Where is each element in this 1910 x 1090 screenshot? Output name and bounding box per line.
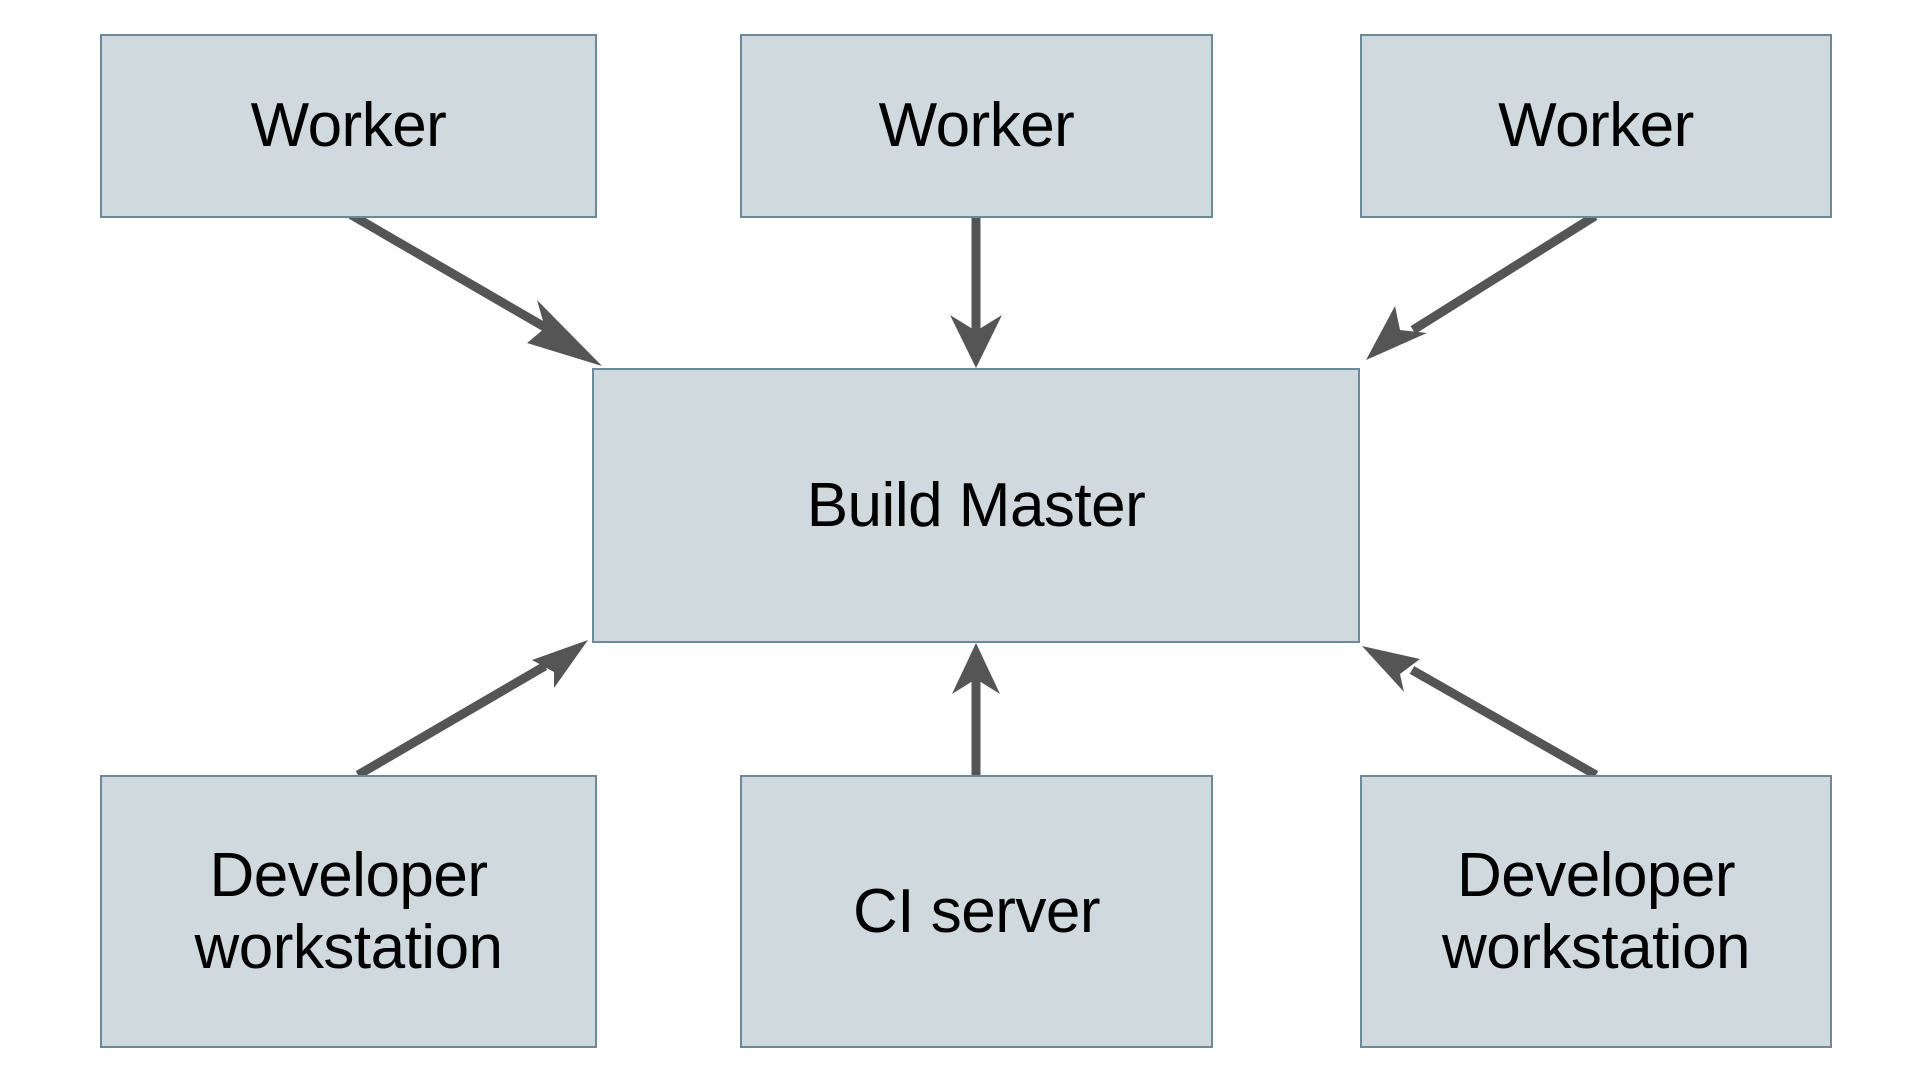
node-ci-server-label: CI server xyxy=(853,876,1100,946)
node-worker-right[interactable]: Worker xyxy=(1360,34,1832,218)
node-developer-workstation-left-label: Developer workstation xyxy=(194,840,503,982)
node-build-master-label: Build Master xyxy=(806,470,1146,540)
node-developer-workstation-right-label: Developer workstation xyxy=(1441,840,1751,982)
edge-ci-server-to-master xyxy=(952,643,1000,775)
node-worker-center-label: Worker xyxy=(878,91,1075,161)
node-worker-right-label: Worker xyxy=(1498,91,1694,161)
edge-worker-right-to-master xyxy=(1366,212,1598,360)
node-developer-workstation-left[interactable]: Developer workstation xyxy=(100,775,597,1048)
edge-worker-center-to-master xyxy=(950,218,1002,368)
node-worker-center[interactable]: Worker xyxy=(740,34,1213,218)
node-build-master[interactable]: Build Master xyxy=(592,368,1360,643)
node-ci-server[interactable]: CI server xyxy=(740,775,1213,1048)
edge-dev-left-to-master xyxy=(355,640,588,779)
node-developer-workstation-right[interactable]: Developer workstation xyxy=(1360,775,1832,1048)
node-worker-left[interactable]: Worker xyxy=(100,34,597,218)
edge-dev-right-to-master xyxy=(1362,646,1599,779)
node-worker-left-label: Worker xyxy=(250,91,447,161)
